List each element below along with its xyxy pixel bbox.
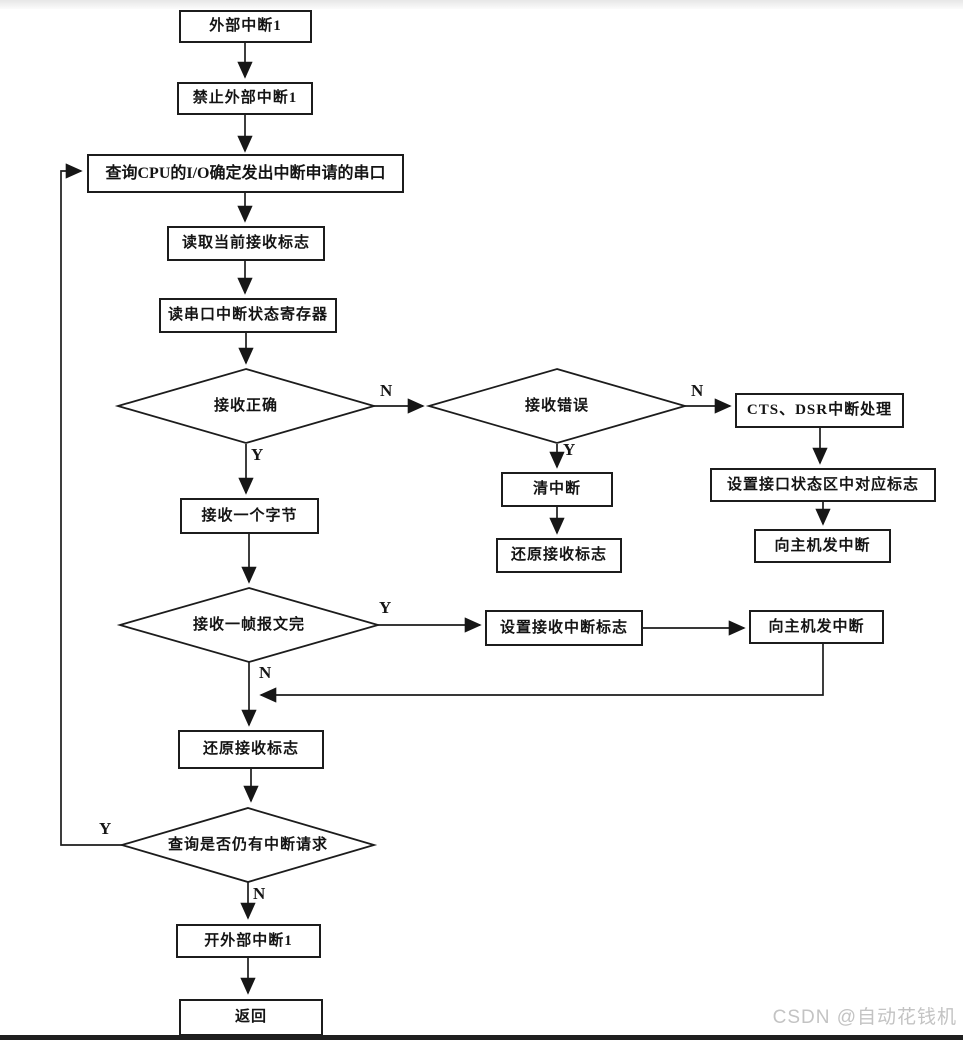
flow-diamonds <box>114 368 689 883</box>
node-diamond-recv-err <box>425 368 689 444</box>
node-box-read-recv-flag <box>167 226 325 261</box>
node-diamond-frame-done <box>116 587 382 663</box>
node-box-cts-dsr <box>735 393 904 428</box>
node-box-restore-recv-flag-err <box>496 538 622 573</box>
node-box-send-host-int-err <box>754 529 891 563</box>
edge-sendint-merge <box>259 643 824 703</box>
node-box-disable-int <box>177 82 313 115</box>
node-diamond-query-pending <box>118 807 378 883</box>
csdn-watermark: CSDN @自动花钱机 <box>772 1007 957 1028</box>
node-box-send-host-int-frame <box>749 610 884 644</box>
node-diamond-recv-ok <box>114 368 378 444</box>
node-box-enable-int <box>176 924 321 958</box>
node-box-set-recv-int-flag <box>485 610 643 646</box>
node-box-read-int-status <box>159 298 337 333</box>
edge-querypending-yes-loop <box>60 163 123 846</box>
node-box-recv-byte <box>180 498 319 534</box>
node-box-return <box>179 999 323 1036</box>
flow-edges <box>60 43 831 995</box>
node-box-set-port-flag <box>710 468 936 502</box>
node-box-restore-recv-flag <box>178 730 324 769</box>
node-box-query-io <box>87 154 404 193</box>
node-box-start <box>179 10 312 43</box>
bottom-divider <box>0 1035 963 1040</box>
node-box-clear-int <box>501 472 613 507</box>
flow-boxes <box>87 10 936 1036</box>
top-gray-strip <box>0 0 963 9</box>
